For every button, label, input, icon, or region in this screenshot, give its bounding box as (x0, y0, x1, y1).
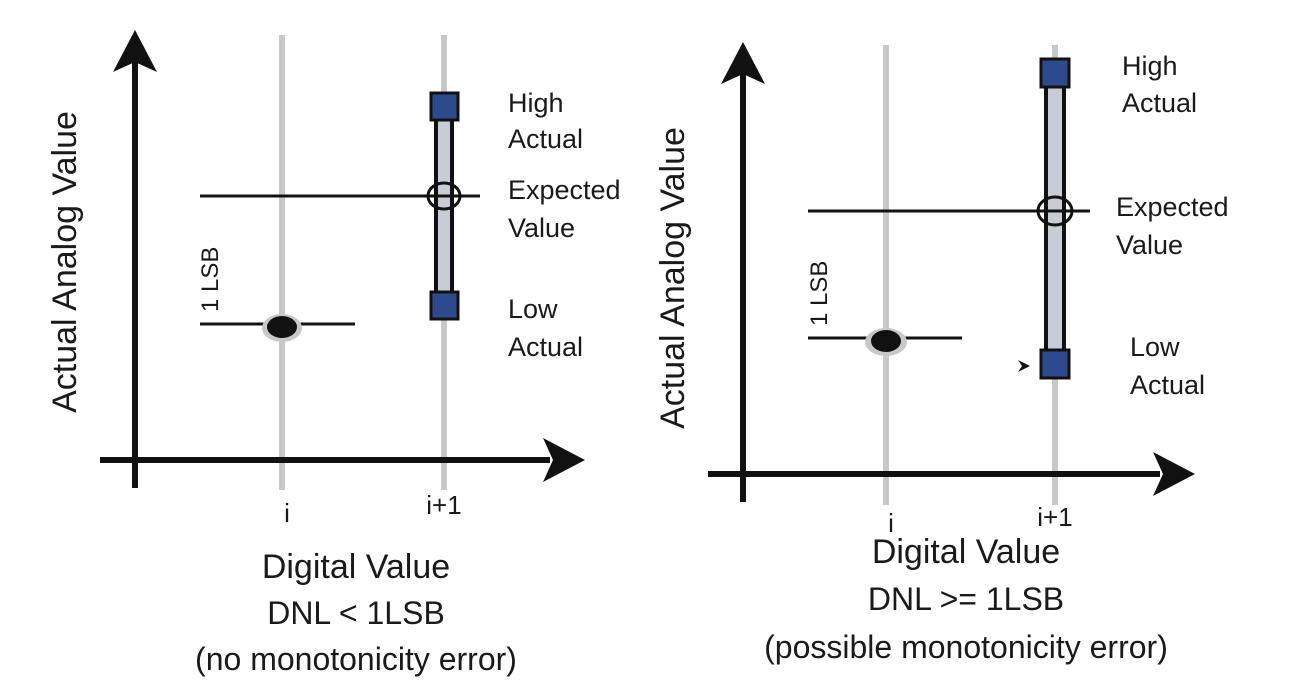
left-expected-label-2: Value (508, 213, 575, 243)
left-panel: High Actual Expected Value Low Actual 1 … (46, 30, 621, 677)
left-tick-i1: i+1 (426, 490, 461, 520)
right-low-marker (1039, 348, 1071, 380)
left-x-axis-arrow (543, 438, 585, 482)
left-expected-label-1: Expected (508, 175, 621, 205)
left-tick-i: i (284, 498, 290, 528)
right-high-label-2: Actual (1122, 88, 1197, 118)
left-x-axis-label: Digital Value (262, 548, 450, 586)
right-expected-marker (1036, 195, 1074, 227)
left-high-label-2: Actual (508, 124, 583, 154)
right-y-axis-arrow (721, 42, 765, 84)
right-caption-1: DNL >= 1LSB (868, 581, 1064, 617)
right-low-label-2: Actual (1130, 370, 1205, 400)
right-x-axis-label: Digital Value (872, 533, 1060, 571)
right-high-marker (1039, 57, 1071, 89)
right-tick-i1: i+1 (1037, 502, 1072, 532)
left-y-axis-label: Actual Analog Value (46, 111, 84, 413)
left-caption-2: (no monotonicity error) (195, 641, 517, 677)
right-high-label-1: High (1122, 51, 1178, 81)
right-low-label-1: Low (1130, 332, 1180, 362)
right-lsb-label: 1 LSB (806, 261, 833, 326)
right-caption-2: (possible monotonicity error) (764, 629, 1168, 665)
right-low-pointer-icon (1018, 360, 1030, 372)
left-high-label-1: High (508, 88, 564, 118)
right-expected-label-2: Value (1116, 230, 1183, 260)
right-code-i-dot (871, 330, 901, 352)
left-low-marker (429, 290, 460, 321)
left-low-label-1: Low (508, 294, 558, 324)
left-y-axis-arrow (113, 30, 157, 72)
left-code-i-dot (267, 316, 297, 338)
right-panel: High Actual Expected Value Low Actual 1 … (654, 42, 1229, 665)
right-x-axis-arrow (1153, 452, 1195, 496)
left-caption-1: DNL < 1LSB (267, 595, 445, 631)
right-range-bar (1044, 72, 1066, 366)
left-expected-marker (426, 181, 462, 211)
left-low-label-2: Actual (508, 332, 583, 362)
right-y-axis-label: Actual Analog Value (654, 127, 692, 429)
right-expected-label-1: Expected (1116, 192, 1229, 222)
left-high-marker (429, 91, 460, 122)
left-lsb-label: 1 LSB (197, 247, 224, 312)
right-tick-i: i (888, 508, 894, 538)
